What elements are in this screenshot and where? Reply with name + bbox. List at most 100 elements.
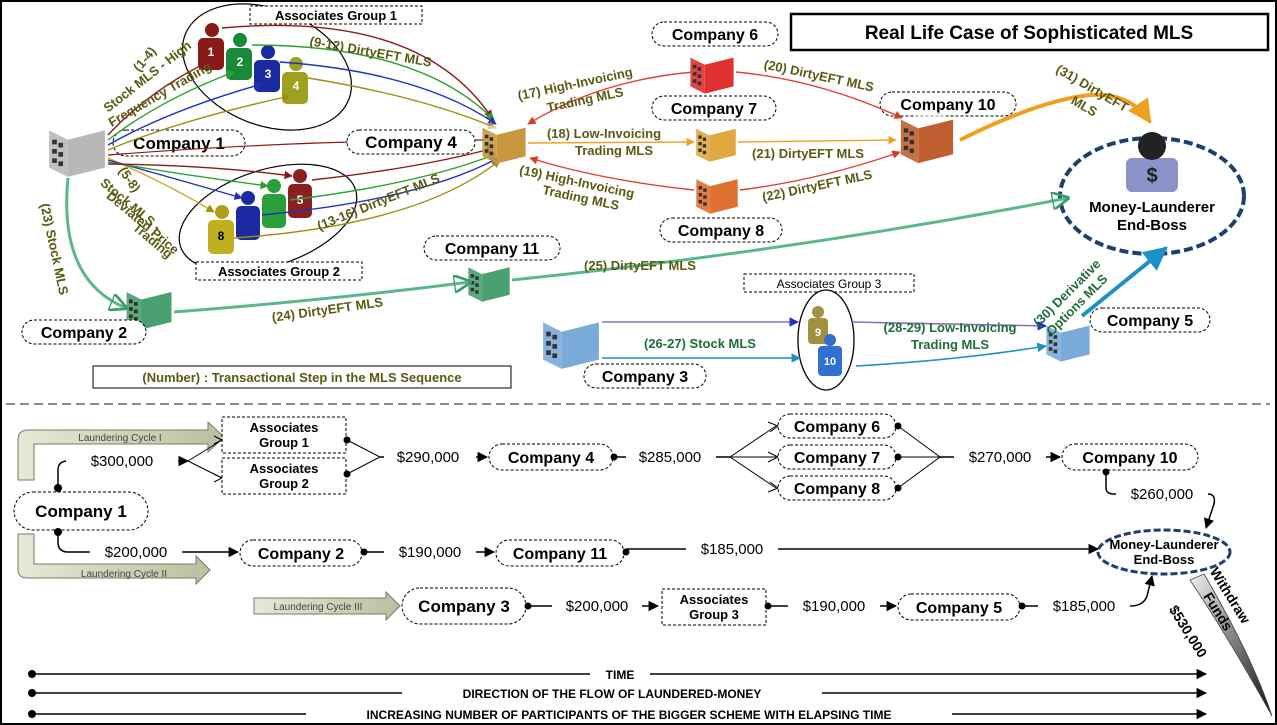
svg-text:3: 3 — [265, 67, 272, 81]
group1-to-c4-arrows — [221, 24, 497, 129]
c10-to-boss-arrow — [959, 92, 1152, 142]
boss-line-1: Money-Launderer — [1089, 199, 1215, 216]
company-4-label: Company 4 — [365, 133, 457, 152]
flow-group-2: Associates Group 2 — [221, 457, 347, 495]
flow-split — [729, 425, 777, 489]
c4-to-c7-arrow — [527, 137, 695, 147]
end-boss-node: $ Money-Launderer End-Boss — [1058, 132, 1246, 256]
boss-line-2: End-Boss — [1117, 217, 1187, 234]
g3-to-c5-arrow-b — [855, 342, 1047, 367]
company-6-label: Company 6 — [672, 27, 758, 44]
timeline-time: TIME — [28, 667, 1208, 682]
company-11-label: Company 11 — [445, 241, 539, 258]
svg-text:Company 10: Company 10 — [1082, 450, 1177, 467]
flow-split — [187, 439, 223, 479]
company-3-node: Company 3 — [543, 313, 707, 389]
person-icon — [236, 206, 260, 240]
building-icon — [468, 260, 510, 302]
svg-text:Money-Launderer: Money-Launderer — [1109, 537, 1218, 552]
person-icon: 9 — [808, 306, 828, 344]
company-2-label: Company 2 — [41, 325, 127, 342]
svg-text:Company 11: Company 11 — [513, 546, 607, 563]
flow-company-2: Company 2 — [239, 539, 363, 567]
person-icon — [262, 194, 286, 228]
svg-text:Group 3: Group 3 — [689, 607, 739, 622]
svg-text:Company 6: Company 6 — [794, 419, 880, 436]
svg-text:Company 3: Company 3 — [418, 597, 510, 616]
flow-amount: $300,000 — [91, 453, 154, 470]
company-2-node: Company 2 — [21, 284, 172, 345]
svg-text:$: $ — [1146, 165, 1157, 187]
flow-amount: $200,000 — [566, 598, 629, 615]
associates-group-2: Associates Group 2 8 5 — [178, 163, 363, 281]
legend: (Number) : Transactional Step in the MLS… — [92, 365, 512, 389]
svg-text:Company 1: Company 1 — [35, 502, 127, 521]
c8-to-c4-arrow — [529, 156, 695, 191]
svg-text:$530,000: $530,000 — [1166, 602, 1211, 660]
flow-amount: $290,000 — [397, 449, 460, 466]
boss-icon: $ — [1126, 132, 1178, 192]
group-1-label: Associates Group 1 — [275, 8, 397, 23]
svg-text:10: 10 — [824, 356, 836, 368]
g3-to-c5-arrow-a — [851, 321, 1047, 331]
company-7-node: Company 7 — [651, 95, 777, 162]
company-4-node: Company 4 — [346, 120, 526, 164]
building-icon — [49, 121, 105, 177]
cycle-1-arrow: Laundering Cycle I — [17, 420, 225, 481]
svg-text:Group 1: Group 1 — [259, 435, 309, 450]
c1-to-group1-arrows — [107, 61, 291, 151]
company-8-label: Company 8 — [678, 223, 764, 240]
svg-text:Company 2: Company 2 — [258, 546, 344, 563]
building-icon — [900, 110, 954, 164]
edge-label: (9-12) DirtyEFT MLS — [309, 33, 434, 69]
flow-amount: $185,000 — [701, 541, 764, 558]
svg-text:Company 7: Company 7 — [794, 450, 880, 467]
company-7-label: Company 7 — [671, 101, 757, 118]
c6-to-c4-arrow — [527, 71, 695, 125]
c6-to-c10-arrow — [735, 71, 903, 119]
flow-company-1: Company 1 — [13, 491, 149, 531]
company-1-node: Company 1 — [49, 121, 246, 177]
building-icon — [543, 313, 599, 369]
associates-group-3: Associates Group 3 9 10 — [743, 273, 915, 391]
flow-amount: $285,000 — [639, 449, 702, 466]
flow-amount: $190,000 — [399, 544, 462, 561]
edge-label: Trading MLS — [911, 337, 989, 352]
svg-text:5: 5 — [297, 193, 304, 207]
company-10-label: Company 10 — [900, 97, 995, 114]
svg-text:2: 2 — [237, 55, 244, 69]
legend-text: (Number) : Transactional Step in the MLS… — [142, 370, 461, 385]
svg-text:9: 9 — [815, 327, 821, 339]
svg-text:TIME: TIME — [606, 668, 635, 682]
timeline-direction: DIRECTION OF THE FLOW OF LAUNDERED-MONEY — [28, 686, 1208, 701]
svg-text:Associates: Associates — [250, 461, 319, 476]
c7-to-c10-arrow — [737, 135, 897, 145]
svg-text:4: 4 — [293, 79, 300, 93]
group-2-label: Associates Group 2 — [218, 264, 340, 279]
person-icon: 8 — [208, 205, 234, 254]
flow-amount: $190,000 — [803, 598, 866, 615]
svg-text:1: 1 — [208, 45, 215, 59]
c2-to-c11-arrow — [173, 282, 470, 314]
company-6-node: Company 6 — [651, 21, 779, 94]
person-icon: 10 — [818, 334, 842, 376]
edge-label: (28-29) Low-Invoicing — [884, 320, 1017, 335]
flow-company-5: Company 5 — [897, 593, 1021, 621]
flow-company-11: Company 11 — [495, 539, 625, 567]
group2-to-c4-arrows — [233, 145, 501, 239]
title-box: Real Life Case of Sophisticated MLS — [789, 12, 1270, 52]
flow-end-boss: Money-Launderer End-Boss — [1096, 528, 1232, 576]
svg-text:Group 2: Group 2 — [259, 476, 309, 491]
c8-to-c10-arrow — [739, 150, 901, 191]
svg-text:8: 8 — [218, 229, 225, 243]
person-head — [241, 191, 255, 205]
building-icon — [696, 122, 736, 162]
cycle-1-label: Laundering Cycle I — [78, 433, 161, 444]
c1-to-group2-arrows — [107, 157, 293, 213]
edge-label: (18) Low-Invoicing — [547, 126, 661, 141]
building-icon — [482, 120, 526, 164]
cycle-3-arrow: Laundering Cycle III — [253, 590, 401, 622]
flow-group-3: Associates Group 3 — [661, 588, 767, 626]
